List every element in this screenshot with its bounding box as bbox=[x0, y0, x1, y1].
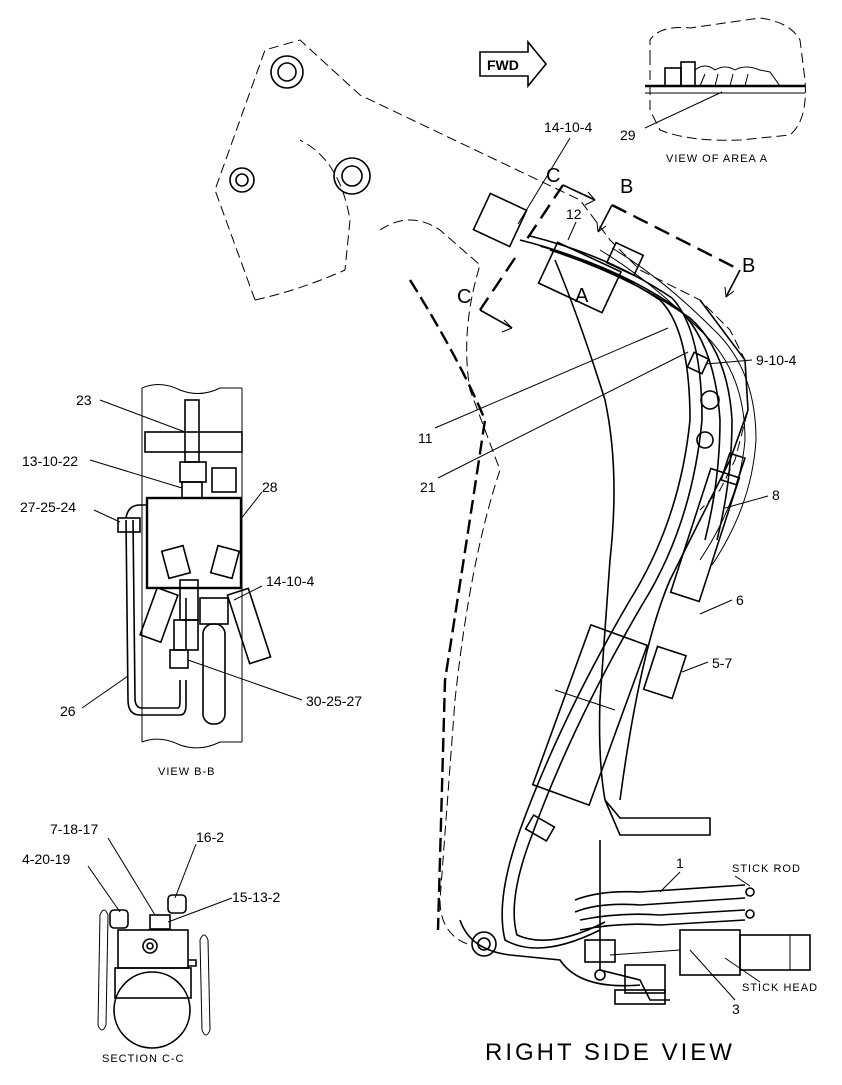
callout-main-3: 3 bbox=[732, 1001, 740, 1017]
callout-main-1: 1 bbox=[676, 855, 684, 871]
section-cc bbox=[97, 894, 211, 1049]
area-marker-a: A bbox=[575, 285, 589, 307]
callout-area-a-29: 29 bbox=[620, 127, 636, 143]
callout-main-11: 11 bbox=[418, 430, 433, 446]
callout-cc-4-20-19: 4-20-19 bbox=[22, 851, 70, 867]
callout-main-12: 12 bbox=[566, 206, 582, 222]
section-marker-c-top: C bbox=[546, 165, 560, 187]
callout-cc-15-13-2: 15-13-2 bbox=[232, 889, 280, 905]
callout-main-5-7: 5-7 bbox=[712, 655, 732, 671]
right-side-view-title: RIGHT SIDE VIEW bbox=[485, 1039, 735, 1066]
callout-bb-28: 28 bbox=[262, 479, 278, 495]
section-markers: C C B B A bbox=[457, 165, 755, 333]
section-cc-title: SECTION C-C bbox=[102, 1053, 185, 1065]
callout-stick-rod: STICK ROD bbox=[732, 863, 801, 875]
area-a-view: 29 VIEW OF AREA A bbox=[620, 17, 806, 165]
callout-main-21: 21 bbox=[420, 479, 436, 495]
callout-main-6: 6 bbox=[736, 592, 744, 608]
section-marker-b-right: B bbox=[742, 255, 755, 277]
main-callouts: 14-10-4 12 9-10-4 11 21 8 6 5-7 1 3 STIC… bbox=[418, 119, 818, 1017]
callout-main-14-10-4: 14-10-4 bbox=[544, 119, 592, 135]
section-marker-c-bottom: C bbox=[457, 286, 471, 308]
fwd-arrow: FWD bbox=[479, 39, 548, 89]
boom-assembly bbox=[214, 39, 811, 1005]
view-area-a-title: VIEW OF AREA A bbox=[666, 153, 768, 165]
callout-bb-23: 23 bbox=[76, 392, 92, 408]
callout-bb-13-10-22: 13-10-22 bbox=[22, 453, 78, 469]
section-marker-b-top: B bbox=[620, 176, 633, 198]
callout-cc-16-2: 16-2 bbox=[196, 829, 224, 845]
view-bb-title: VIEW B-B bbox=[158, 766, 216, 778]
callout-bb-26: 26 bbox=[60, 703, 76, 719]
callout-bb-30-25-27: 30-25-27 bbox=[306, 693, 362, 709]
callout-cc-7-18-17: 7-18-17 bbox=[50, 821, 98, 837]
section-cc-callouts: 7-18-17 4-20-19 16-2 15-13-2 bbox=[22, 821, 280, 923]
callout-main-8: 8 bbox=[772, 487, 780, 503]
callout-main-9-10-4: 9-10-4 bbox=[756, 352, 797, 368]
fwd-label: FWD bbox=[487, 57, 519, 73]
view-bb bbox=[117, 384, 272, 749]
callout-bb-27-25-24: 27-25-24 bbox=[20, 499, 76, 515]
callout-stick-head: STICK HEAD bbox=[742, 982, 818, 994]
view-bb-callouts: 23 13-10-22 27-25-24 28 14-10-4 26 30-25… bbox=[20, 392, 362, 719]
callout-bb-14-10-4: 14-10-4 bbox=[266, 573, 314, 589]
